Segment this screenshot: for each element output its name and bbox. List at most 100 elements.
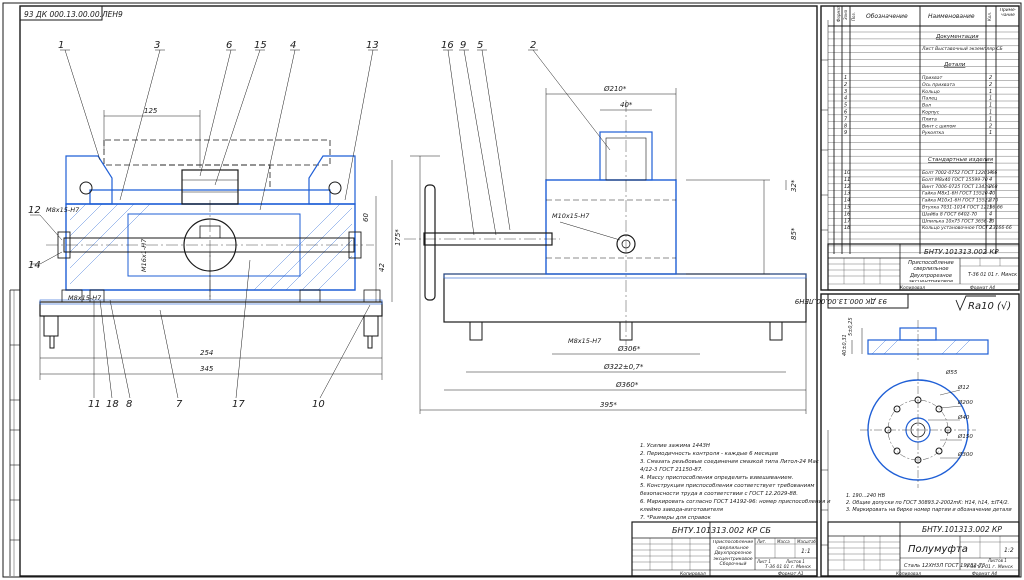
spec-part-name: Плита xyxy=(922,116,937,122)
dim-label: Ø360* xyxy=(615,381,639,389)
detail-dim: Ø150 xyxy=(957,433,973,440)
detail-section-view xyxy=(851,320,989,360)
note-line: безопасности труда в соответствии с ГОСТ… xyxy=(640,491,798,497)
spec-standard-qty: 4 xyxy=(989,170,992,176)
spec-part-qty: 1 xyxy=(989,116,992,122)
spec-standard-pos: 11 xyxy=(844,177,850,183)
detail-note-line: 3. Маркировать на бирке номер партии и о… xyxy=(846,507,1012,513)
spec-header-zone: Зона xyxy=(843,9,848,20)
sheet1-code: БНТУ.101313.002 КР СБ xyxy=(672,526,771,535)
dim-label: М8х15-Н7 xyxy=(68,294,102,302)
sheet1-top-stamp: 93 ДК 000.13.00.00.ЛЕН9 xyxy=(24,10,123,19)
spec-standard-name: Втулка 7031-1014 ГОСТ 12196-66 xyxy=(922,205,1003,211)
dim-label: Ø210* xyxy=(603,85,627,93)
spec-title-block: БНТУ.101313.002 КР Приспособление сверли… xyxy=(827,243,1020,291)
dim-label: Ø306* xyxy=(617,345,641,353)
note-line: 4. Массу приспособления определить взвеш… xyxy=(640,475,793,481)
sheet1-title-name: Приспособление сверлильное Двухпрорезное… xyxy=(712,540,754,568)
spec-standard-name: Гайка М8х1-6Н ГОСТ 15520-70 xyxy=(922,191,995,197)
dim-label: Ø322±0,7* xyxy=(603,363,644,371)
spec-part-pos: 2 xyxy=(844,82,847,88)
detail-plan-view xyxy=(860,372,976,488)
side-view xyxy=(404,100,807,345)
detail-material: Сталь 12ХН3Л ГОСТ 19282-73 xyxy=(904,563,985,569)
detail-copied: Копировал xyxy=(896,571,921,577)
pos-label: 16 xyxy=(441,40,454,51)
spec-header-name: Наименование xyxy=(928,13,975,20)
sheet1-mass-label: Масса xyxy=(777,539,790,544)
spec-part-pos: 9 xyxy=(844,130,847,136)
dim-label: 345 xyxy=(200,365,214,373)
spec-standard-qty: 4 xyxy=(989,191,992,197)
spec-standard-qty: 2 xyxy=(989,198,992,204)
detail-dim: Ø300 xyxy=(957,451,973,458)
spec-part-name: Рукоятка xyxy=(922,130,944,136)
spec-part-qty: 2 xyxy=(989,75,992,81)
pos-label: 3 xyxy=(154,40,160,51)
dim-label: 254 xyxy=(200,349,213,357)
spec-section-parts: Детали xyxy=(943,62,966,68)
spec-part-name: Вал xyxy=(922,103,931,109)
note-line: клеймо завода-изготовителя xyxy=(640,507,724,513)
spec-header-pos: Поз. xyxy=(851,12,856,21)
note-line: 5. Конструкция приспособления соответств… xyxy=(640,483,814,489)
sheet1-scale-label: Масштаб xyxy=(797,539,817,544)
spec-header-qty: Кол. xyxy=(987,12,992,21)
note-line: 6. Маркировать согласно ГОСТ 14192-96: н… xyxy=(640,499,831,505)
dim-label: 395* xyxy=(600,401,617,409)
spec-part-pos: 1 xyxy=(844,75,847,81)
spec-docs-item: Лист Выставочный экземпляр СБ xyxy=(921,46,1003,52)
pos-label: 13 xyxy=(366,40,379,51)
spec-part-pos: 6 xyxy=(844,110,847,116)
side-dimension-lines xyxy=(410,88,807,414)
left-margin-strip xyxy=(9,289,20,576)
pos-label: 2 xyxy=(530,40,536,51)
spec-standard-name: Винт 7006-0725 ГОСТ 13439-68 xyxy=(922,184,998,190)
spec-part-qty: 1 xyxy=(989,110,992,116)
spec-part-name: Палец xyxy=(922,96,937,102)
sheet1-scale: 1:1 xyxy=(801,548,811,555)
technical-notes: 1. Усилие зажима 1443Н 2. Периодичность … xyxy=(640,443,831,521)
pos-label: 17 xyxy=(232,399,245,410)
spec-part-pos: 4 xyxy=(844,96,847,102)
spec-part-name: Прихват xyxy=(922,75,943,81)
dim-label: М10х15-Н7 xyxy=(552,212,590,220)
spec-code: БНТУ.101313.002 КР xyxy=(924,248,999,256)
spec-standard-name: Гайка М10х1-6Н ГОСТ 15522-70 xyxy=(922,198,998,204)
pos-label: 4 xyxy=(290,40,296,51)
spec-standard-pos: 18 xyxy=(844,225,850,231)
spec-org: Т-36 01 01 г. Минск xyxy=(968,272,1017,278)
detail-dim: 5±0,25 xyxy=(848,317,854,336)
spec-part-name: Кольцо xyxy=(922,89,940,95)
pos-label: 10 xyxy=(312,399,325,410)
spec-header-format: Формат xyxy=(836,5,841,22)
pos-label: 18 xyxy=(106,399,119,410)
detail-stamp-box xyxy=(827,293,909,309)
spec-part-qty: 2 xyxy=(989,82,992,88)
sheet1-sheet: Лист 1 xyxy=(756,559,771,564)
sheet1-format: Формат А1 xyxy=(778,571,804,577)
detail-title-block: БНТУ.101313.002 КР Полумуфта Сталь 12ХН3… xyxy=(827,521,1020,577)
spec-standard-pos: 17 xyxy=(844,218,851,224)
spec-part-name: Винт с шипом xyxy=(922,123,956,129)
spec-standard-name: Болт 7002-0752 ГОСТ 12201-66 xyxy=(922,170,997,176)
dim-label: М8х15-Н7 xyxy=(46,206,80,214)
note-line: 3. Смазать резьбовые соединения смазкой … xyxy=(640,459,819,465)
spec-part-name: Ось прихвата xyxy=(922,82,955,88)
spec-part-pos: 7 xyxy=(844,116,848,122)
spec-header-designation: Обозначение xyxy=(866,13,908,20)
spec-part-qty: 1 xyxy=(989,89,992,95)
spec-standard-name: Болт М8х40 ГОСТ 15599-70 xyxy=(922,177,988,183)
detail-dim: 40±0,31 xyxy=(842,334,848,356)
spec-standard-qty: 2 xyxy=(989,218,992,224)
spec-format: Формат А4 xyxy=(970,285,995,291)
pos-label: 1 xyxy=(58,40,64,51)
dim-label: М8х15-Н7 xyxy=(568,337,602,345)
sheet1-frame xyxy=(19,5,818,577)
spec-part-pos: 5 xyxy=(844,103,847,109)
pos-label: 14 xyxy=(28,260,41,271)
spec-standard-qty: 2 xyxy=(989,225,992,231)
spec-part-pos: 8 xyxy=(844,123,847,129)
spec-header-note: Приме- чание xyxy=(999,8,1017,18)
